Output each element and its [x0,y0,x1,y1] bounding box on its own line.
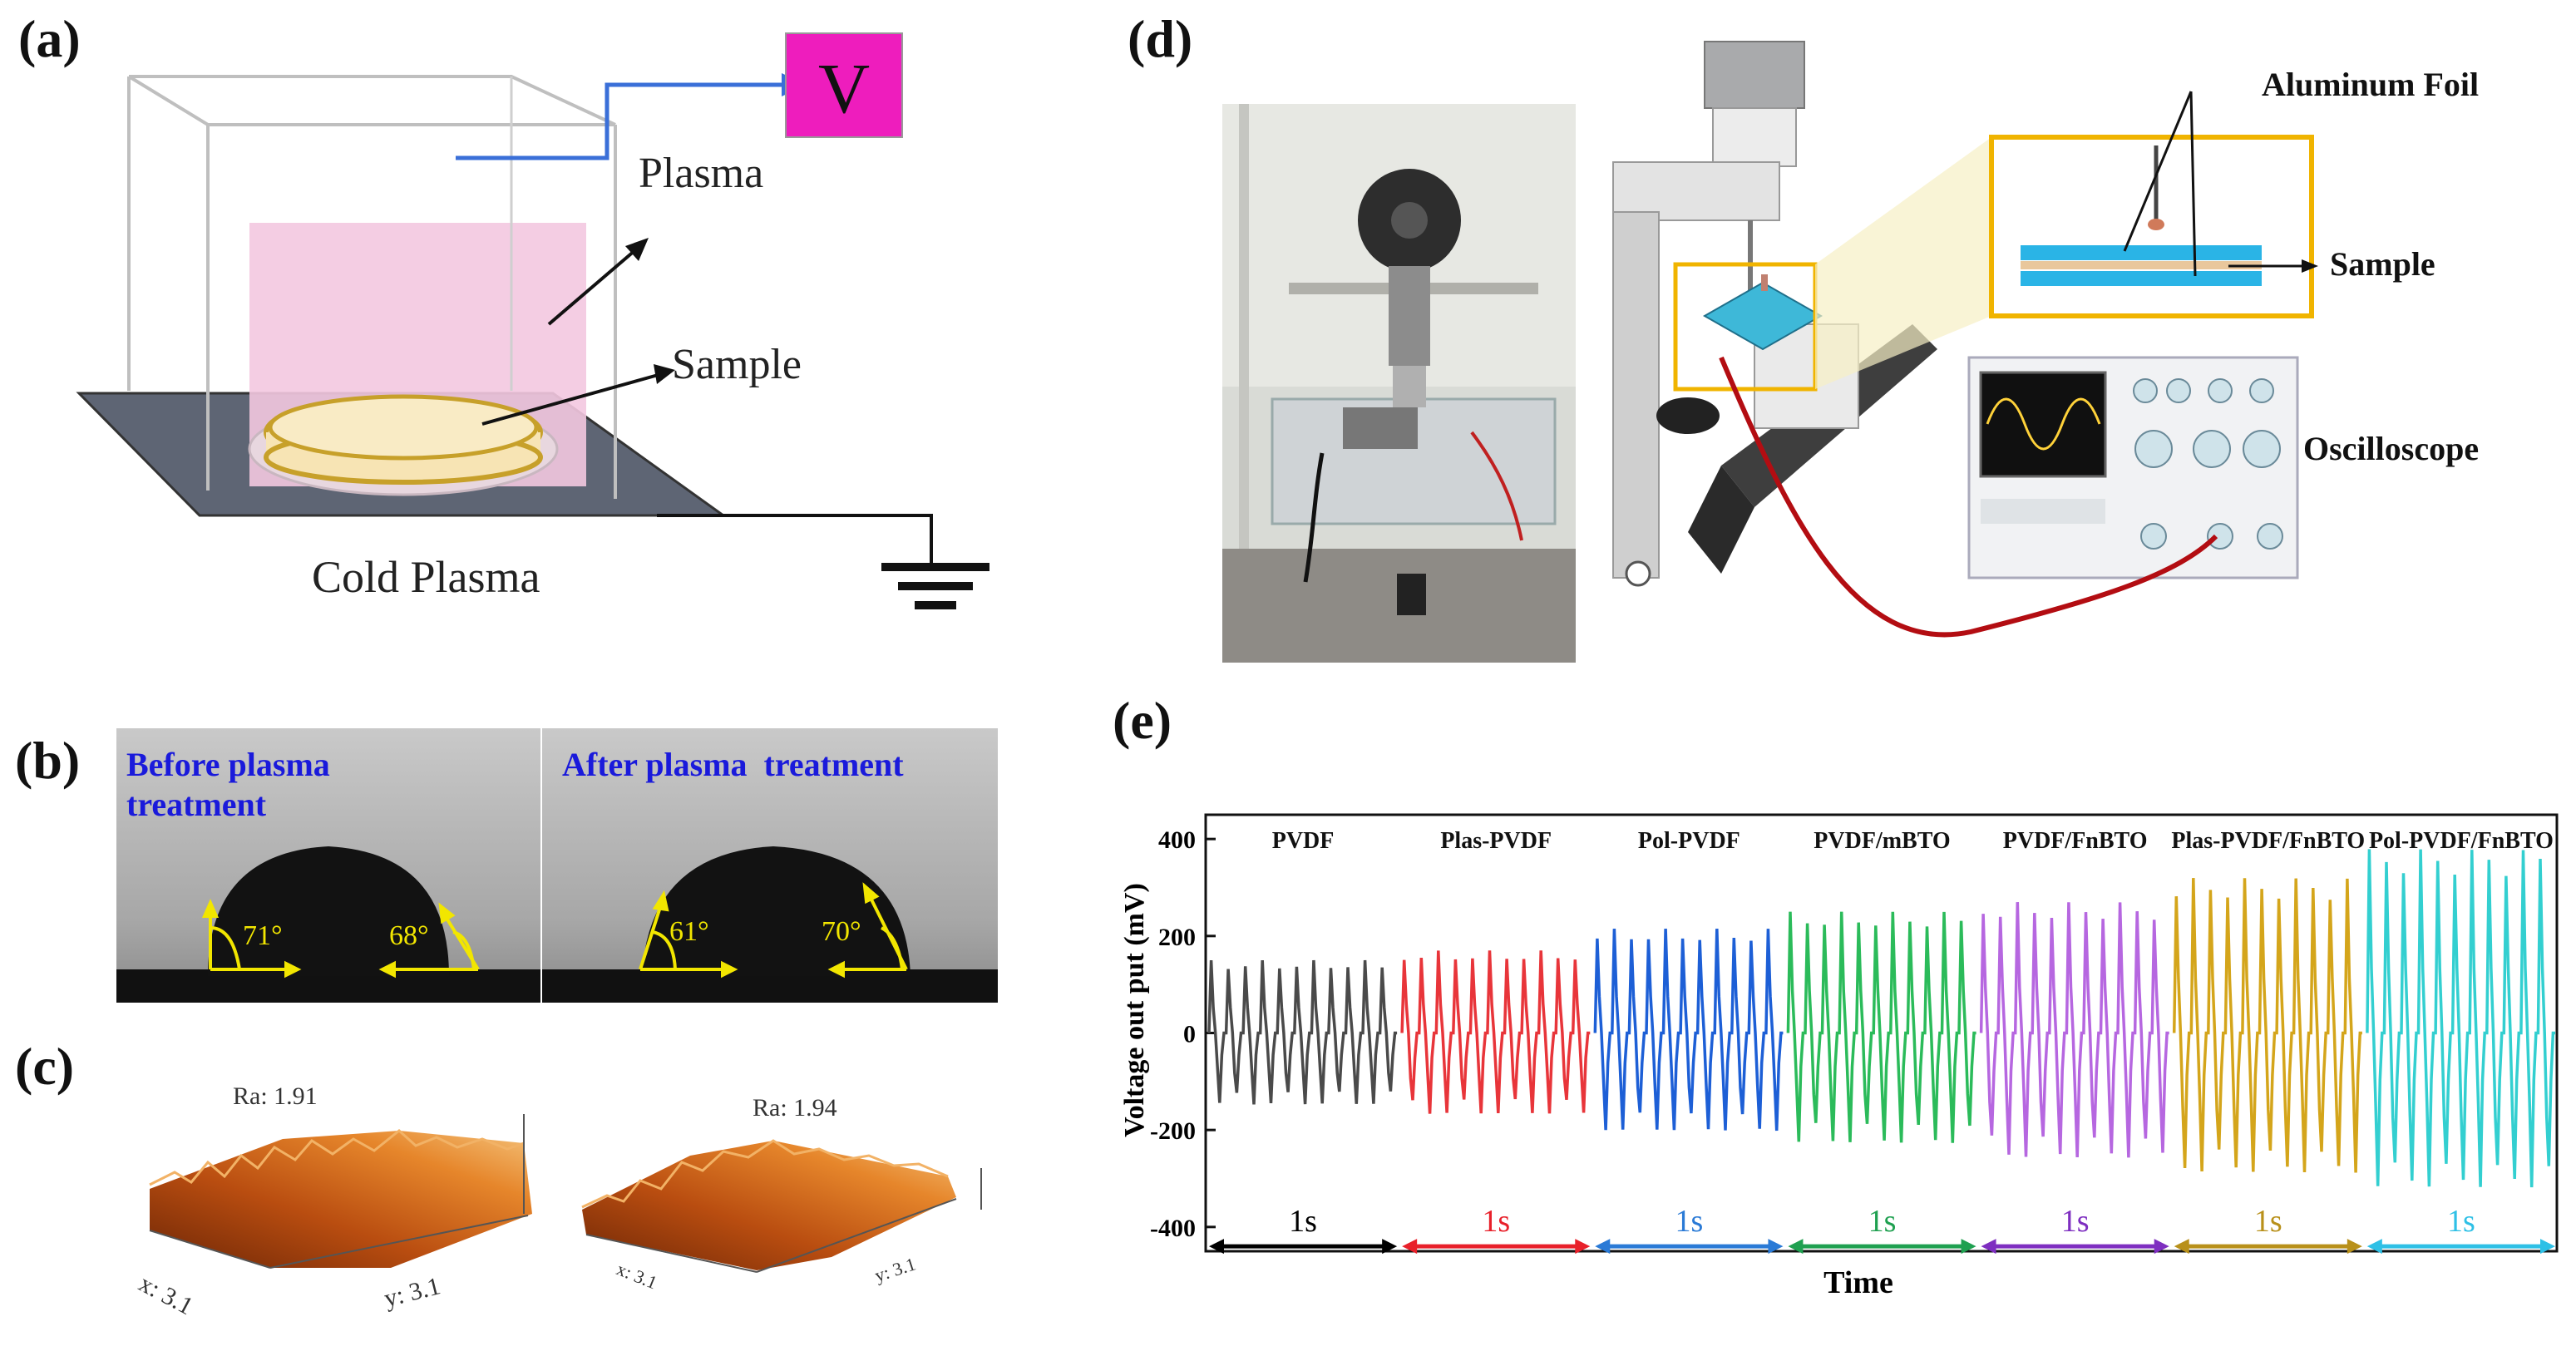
y-axis-label: Voltage out put (mV) [1119,883,1150,1137]
duration-label: 1s [2061,1204,2090,1239]
series-label: PVDF [1272,828,1335,854]
series-line-6 [2366,849,2555,1188]
series-label: PVDF/FnBTO [2003,828,2148,854]
arrow-head-left [2366,1239,2382,1255]
aluminum-foil-label: Aluminum Foil [2262,66,2480,103]
x-axis-label: Time [1823,1265,1893,1300]
droplet-after [642,846,910,976]
voltage-output-chart: 400 200 0 -200 -400 PVDF 1s Plas-PVDF 1s Pol-PVDF… [1119,813,2559,1300]
after-title: After plasma treatment [562,746,904,783]
arrow-head-left [1981,1239,1996,1255]
cold-plasma-diagram: V Plasma Sample Cold Plasma [76,32,989,609]
panel-a-label: (a) [18,9,81,68]
droplet-before [208,846,449,976]
zoom-cone [1815,137,1991,389]
series-line-2 [1593,929,1784,1132]
voltmeter-box [785,32,903,138]
before-title: Before plasma treatment [126,746,330,823]
ground-wire [657,514,933,565]
angle-before-left: 71° [243,920,283,951]
plasma-label: Plasma [639,150,763,197]
y-tick-label: -400 [1150,1215,1196,1242]
electrode-wire [456,82,782,160]
sample-layer [2021,261,2262,269]
angle-marks-before [201,899,480,979]
setup-illustration [1222,41,2318,663]
duration-label: 1s [2447,1204,2475,1239]
chart-plot-area: 400 200 0 -200 -400 PVDF 1s Plas-PVDF 1s Pol-PVDF… [1150,813,2559,1255]
y-tick-label: -200 [1150,1117,1196,1145]
duration-label: 1s [2254,1204,2282,1239]
angle-before-right: 68° [389,920,429,951]
duration-label: 1s [1482,1204,1510,1239]
series-label: Pol-PVDF/FnBTO [2369,828,2554,854]
series-line-1 [1400,950,1591,1114]
foil-top [2021,245,2262,260]
arrow-head-right [1382,1239,1398,1255]
panel-b-label: (b) [15,731,81,790]
duration-label: 1s [1675,1204,1703,1239]
series-label: Plas-PVDF/FnBTO [2171,828,2365,854]
ra-right: Ra: 1.94 [753,1094,837,1122]
arrow-head-right [2347,1239,2362,1255]
angle-marks-after [639,882,908,979]
panel-c-label: (c) [15,1037,75,1096]
sample-detail-label: Sample [2330,245,2435,283]
arrow-head-right [1575,1239,1591,1255]
foil-bottom [2021,271,2262,286]
arrow-head-right [1961,1239,1976,1255]
afm-surface-images: Ra: 1.91 x: 3.1 y: 3.1 Ra: 1.94 x: 3.1 y… [135,1082,982,1320]
y-tick-label: 0 [1183,1021,1196,1048]
y-tick-label: 400 [1158,826,1196,854]
series-label: Pol-PVDF [1638,828,1740,854]
panel-d-label: (d) [1128,9,1193,68]
arrow-head-left [1209,1239,1224,1255]
arrow-head-left [2174,1239,2189,1255]
series-line-3 [1786,911,1976,1143]
angle-after-right: 70° [822,916,861,947]
arrow-head-left [1595,1239,1611,1255]
ra-left: Ra: 1.91 [233,1082,318,1110]
series-line-4 [1979,902,2169,1158]
arrow-head-right [2540,1239,2555,1255]
arrow-head-right [1768,1239,1784,1255]
oscilloscope-screen [1979,371,2107,478]
series-label: PVDF/mBTO [1814,828,1950,854]
series-label: Plas-PVDF [1440,828,1552,854]
angle-after-left: 61° [669,916,709,947]
machine-head [1704,41,1805,109]
y-tick-label: 200 [1158,924,1196,951]
series-line-5 [2172,878,2362,1173]
arrow-head-left [1788,1239,1804,1255]
x-axis-right: x: 3.1 [614,1258,660,1293]
contact-angle-images: 71° 68° 61° 70° [116,728,998,1003]
duration-label: 1s [1868,1204,1897,1239]
panel-e-label: (e) [1113,691,1172,750]
y-axis-right: y: 3.1 [872,1253,918,1285]
series-line-0 [1207,959,1398,1105]
arrow-head-left [1402,1239,1418,1255]
afm-surface-left [150,1131,532,1268]
sample-label: Sample [672,341,802,388]
y-axis-left: y: 3.1 [382,1272,443,1313]
oscilloscope-label: Oscilloscope [2303,430,2480,467]
arrow-head-right [2154,1239,2169,1255]
cold-plasma-caption: Cold Plasma [312,552,540,602]
afm-surface-right [582,1141,956,1270]
x-axis-left: x: 3.1 [135,1270,198,1320]
duration-label: 1s [1289,1204,1317,1239]
signal-cable [1719,356,2218,638]
voltmeter-symbol: V [818,48,870,128]
